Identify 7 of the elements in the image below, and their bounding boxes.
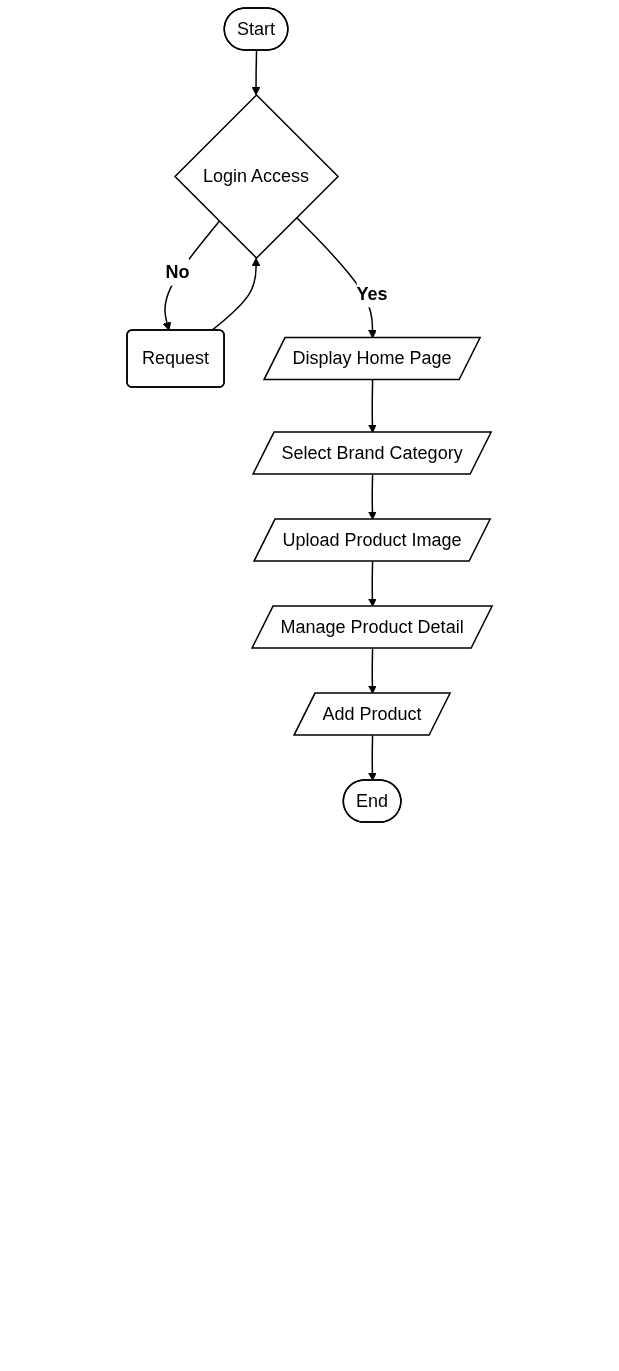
edge-label: No [165, 261, 190, 282]
node-diamond: Login Access [173, 93, 340, 260]
arrow [251, 49, 261, 96]
edge-label: Yes [356, 283, 388, 304]
arrow [367, 379, 377, 433]
arrow [210, 257, 261, 332]
arrow [162, 220, 220, 331]
